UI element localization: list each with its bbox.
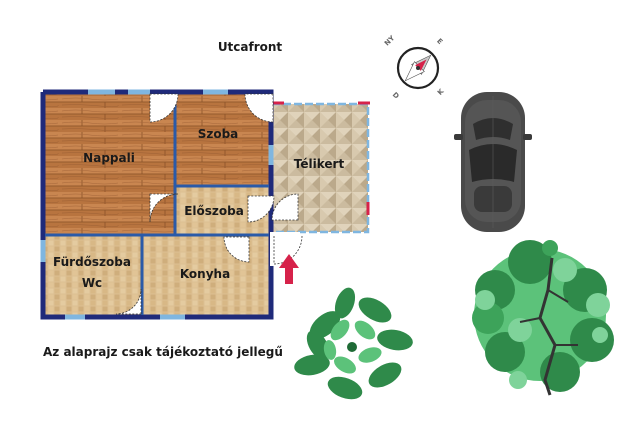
room-label-konyha: Konyha bbox=[179, 267, 231, 281]
room-label-eloszoba: Előszoba bbox=[184, 204, 244, 218]
room-furdoszoba-floor bbox=[45, 235, 142, 315]
compass-east-label: E bbox=[435, 37, 444, 46]
inner-walls bbox=[45, 94, 269, 315]
entrance-arrow bbox=[279, 254, 299, 284]
compass-south-label: D bbox=[391, 91, 401, 101]
entrance-door-swing bbox=[273, 235, 303, 265]
shrub-icon bbox=[294, 287, 413, 400]
windows bbox=[40, 89, 274, 320]
room-label-szoba: Szoba bbox=[197, 127, 239, 141]
street-front-label: Utcafront bbox=[218, 40, 283, 54]
compass-icon bbox=[396, 46, 440, 90]
tree-icon bbox=[472, 240, 614, 396]
door-swings bbox=[115, 93, 299, 315]
disclaimer-text: Az alaprajz csak tájékoztató jellegű bbox=[43, 345, 283, 359]
compass-k-label: K bbox=[436, 87, 446, 97]
car-icon bbox=[454, 92, 532, 232]
room-label-wc: Wc bbox=[81, 276, 103, 290]
room-label-telikert: Télikert bbox=[293, 157, 345, 171]
room-label-nappali: Nappali bbox=[83, 151, 135, 165]
telikert-glazing bbox=[270, 102, 370, 234]
room-label-furdoszoba: Fürdőszoba bbox=[53, 255, 131, 269]
compass-west-label: NY bbox=[383, 33, 397, 47]
